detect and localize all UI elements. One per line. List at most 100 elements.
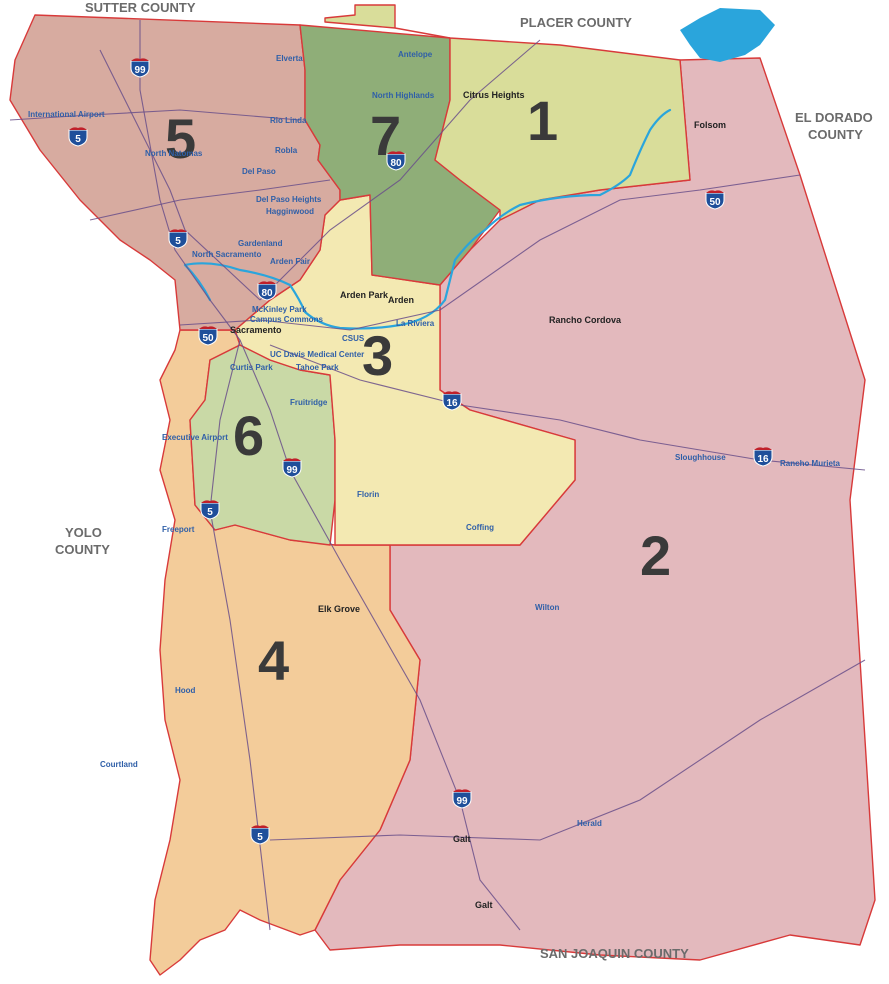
interstate-shield-i5-far-south: 5 [250, 825, 270, 845]
place-arden-park: Arden Park [340, 290, 389, 300]
place-coffing: Coffing [466, 523, 494, 532]
shield-body [200, 502, 220, 520]
interstate-shield-i5-north: 5 [68, 127, 88, 147]
district-2-number: 2 [640, 524, 671, 587]
interstate-shield-i16-mid: 16 [442, 391, 462, 411]
interstate-shield-i50-west: 50 [198, 326, 218, 346]
shield-number: 99 [134, 65, 146, 76]
el-dorado-county-label-2: COUNTY [808, 127, 863, 142]
san-joaquin-county-label: SAN JOAQUIN COUNTY [540, 946, 689, 961]
highway-west [9, 109, 301, 121]
shield-top [283, 458, 301, 461]
place-executive-airport: Executive Airport [162, 433, 228, 442]
place-wilton: Wilton [535, 603, 559, 612]
place-north-highlands: North Highlands [372, 91, 435, 100]
highway-del-paso [89, 179, 331, 221]
place-galt-south: Galt [475, 900, 493, 910]
district-5-number: 5 [165, 107, 196, 170]
highway-80 [99, 49, 261, 301]
shield-top [443, 391, 461, 394]
place-csus: CSUS [342, 334, 365, 343]
shield-number: 99 [286, 465, 298, 476]
shield-number: 5 [257, 832, 263, 843]
shield-top [258, 281, 276, 284]
interstate-shield-i5-mid: 5 [168, 229, 188, 249]
place-tahoe-park: Tahoe Park [296, 363, 339, 372]
folsom-lake [680, 8, 775, 62]
shield-body [250, 827, 270, 845]
shield-number: 50 [709, 197, 721, 208]
place-del-paso-heights: Del Paso Heights [256, 195, 322, 204]
district-3-number: 3 [362, 324, 393, 387]
shield-number: 99 [456, 796, 468, 807]
place-hagginwood: Hagginwood [266, 207, 314, 216]
place-international-airport: International Airport [28, 110, 105, 119]
shield-body [168, 231, 188, 249]
interstate-shield-i5-south: 5 [200, 500, 220, 520]
shield-body [257, 283, 277, 301]
shield-number: 80 [261, 288, 273, 299]
shield-number: 5 [207, 507, 213, 518]
shield-body [282, 460, 302, 478]
district-4-number: 4 [258, 629, 289, 692]
place-del-paso: Del Paso [242, 167, 276, 176]
place-north-natomas: North Natomas [145, 149, 203, 158]
shield-body [442, 393, 462, 411]
place-hood: Hood [175, 686, 196, 695]
place-la-riviera: La Riviera [396, 319, 435, 328]
shield-body [68, 129, 88, 147]
place-antelope: Antelope [398, 50, 433, 59]
interstate-shield-i80-north: 80 [386, 151, 406, 171]
place-freeport: Freeport [162, 525, 195, 534]
place-sacramento: Sacramento [230, 325, 282, 335]
shield-top [69, 127, 87, 130]
shield-top [131, 58, 149, 61]
interstate-shield-i16-east: 16 [753, 447, 773, 467]
highway-99 [239, 339, 521, 931]
shield-top [201, 500, 219, 503]
shield-body [130, 60, 150, 78]
interstate-shield-i50-east: 50 [705, 190, 725, 210]
place-citrus-heights: Citrus Heights [463, 90, 525, 100]
place-rio-linda: Rio Linda [270, 116, 307, 125]
shield-number: 5 [175, 236, 181, 247]
shield-body [386, 153, 406, 171]
shield-number: 5 [75, 134, 81, 145]
place-arden: Arden [388, 295, 414, 305]
place-rancho-cordova: Rancho Cordova [549, 315, 622, 325]
place-mckinley-park: McKinley Park [252, 305, 307, 314]
place-campus-commons: Campus Commons [250, 315, 323, 324]
shield-number: 50 [202, 333, 214, 344]
place-robla: Robla [275, 146, 298, 155]
place-north-sacramento: North Sacramento [192, 250, 261, 259]
shield-top [754, 447, 772, 450]
shield-number: 16 [757, 454, 769, 465]
interstate-shield-i80-south: 80 [257, 281, 277, 301]
shield-top [251, 825, 269, 828]
place-rancho-murieta: Rancho Murieta [780, 459, 841, 468]
shield-top [706, 190, 724, 193]
el-dorado-county-label-1: EL DORADO [795, 110, 873, 125]
shield-body [198, 328, 218, 346]
place-gardenland: Gardenland [238, 239, 283, 248]
shield-body [753, 449, 773, 467]
yolo-county-label-2: COUNTY [55, 542, 110, 557]
interstate-shield-i99-mid: 99 [282, 458, 302, 478]
american-river [183, 108, 672, 330]
shield-body [705, 192, 725, 210]
district-1-number: 1 [527, 89, 558, 152]
placer-county-label: PLACER COUNTY [520, 15, 632, 30]
place-herald: Herald [577, 819, 602, 828]
place-sloughhouse: Sloughhouse [675, 453, 726, 462]
shield-top [453, 789, 471, 792]
shield-top [199, 326, 217, 329]
shield-body [452, 791, 472, 809]
shield-top [169, 229, 187, 232]
yolo-county-label-1: YOLO [65, 525, 102, 540]
district-1-region[interactable] [324, 4, 691, 221]
sutter-county-label: SUTTER COUNTY [85, 0, 196, 15]
place-elk-grove: Elk Grove [318, 604, 360, 614]
place-florin: Florin [357, 490, 379, 499]
shield-top [387, 151, 405, 154]
